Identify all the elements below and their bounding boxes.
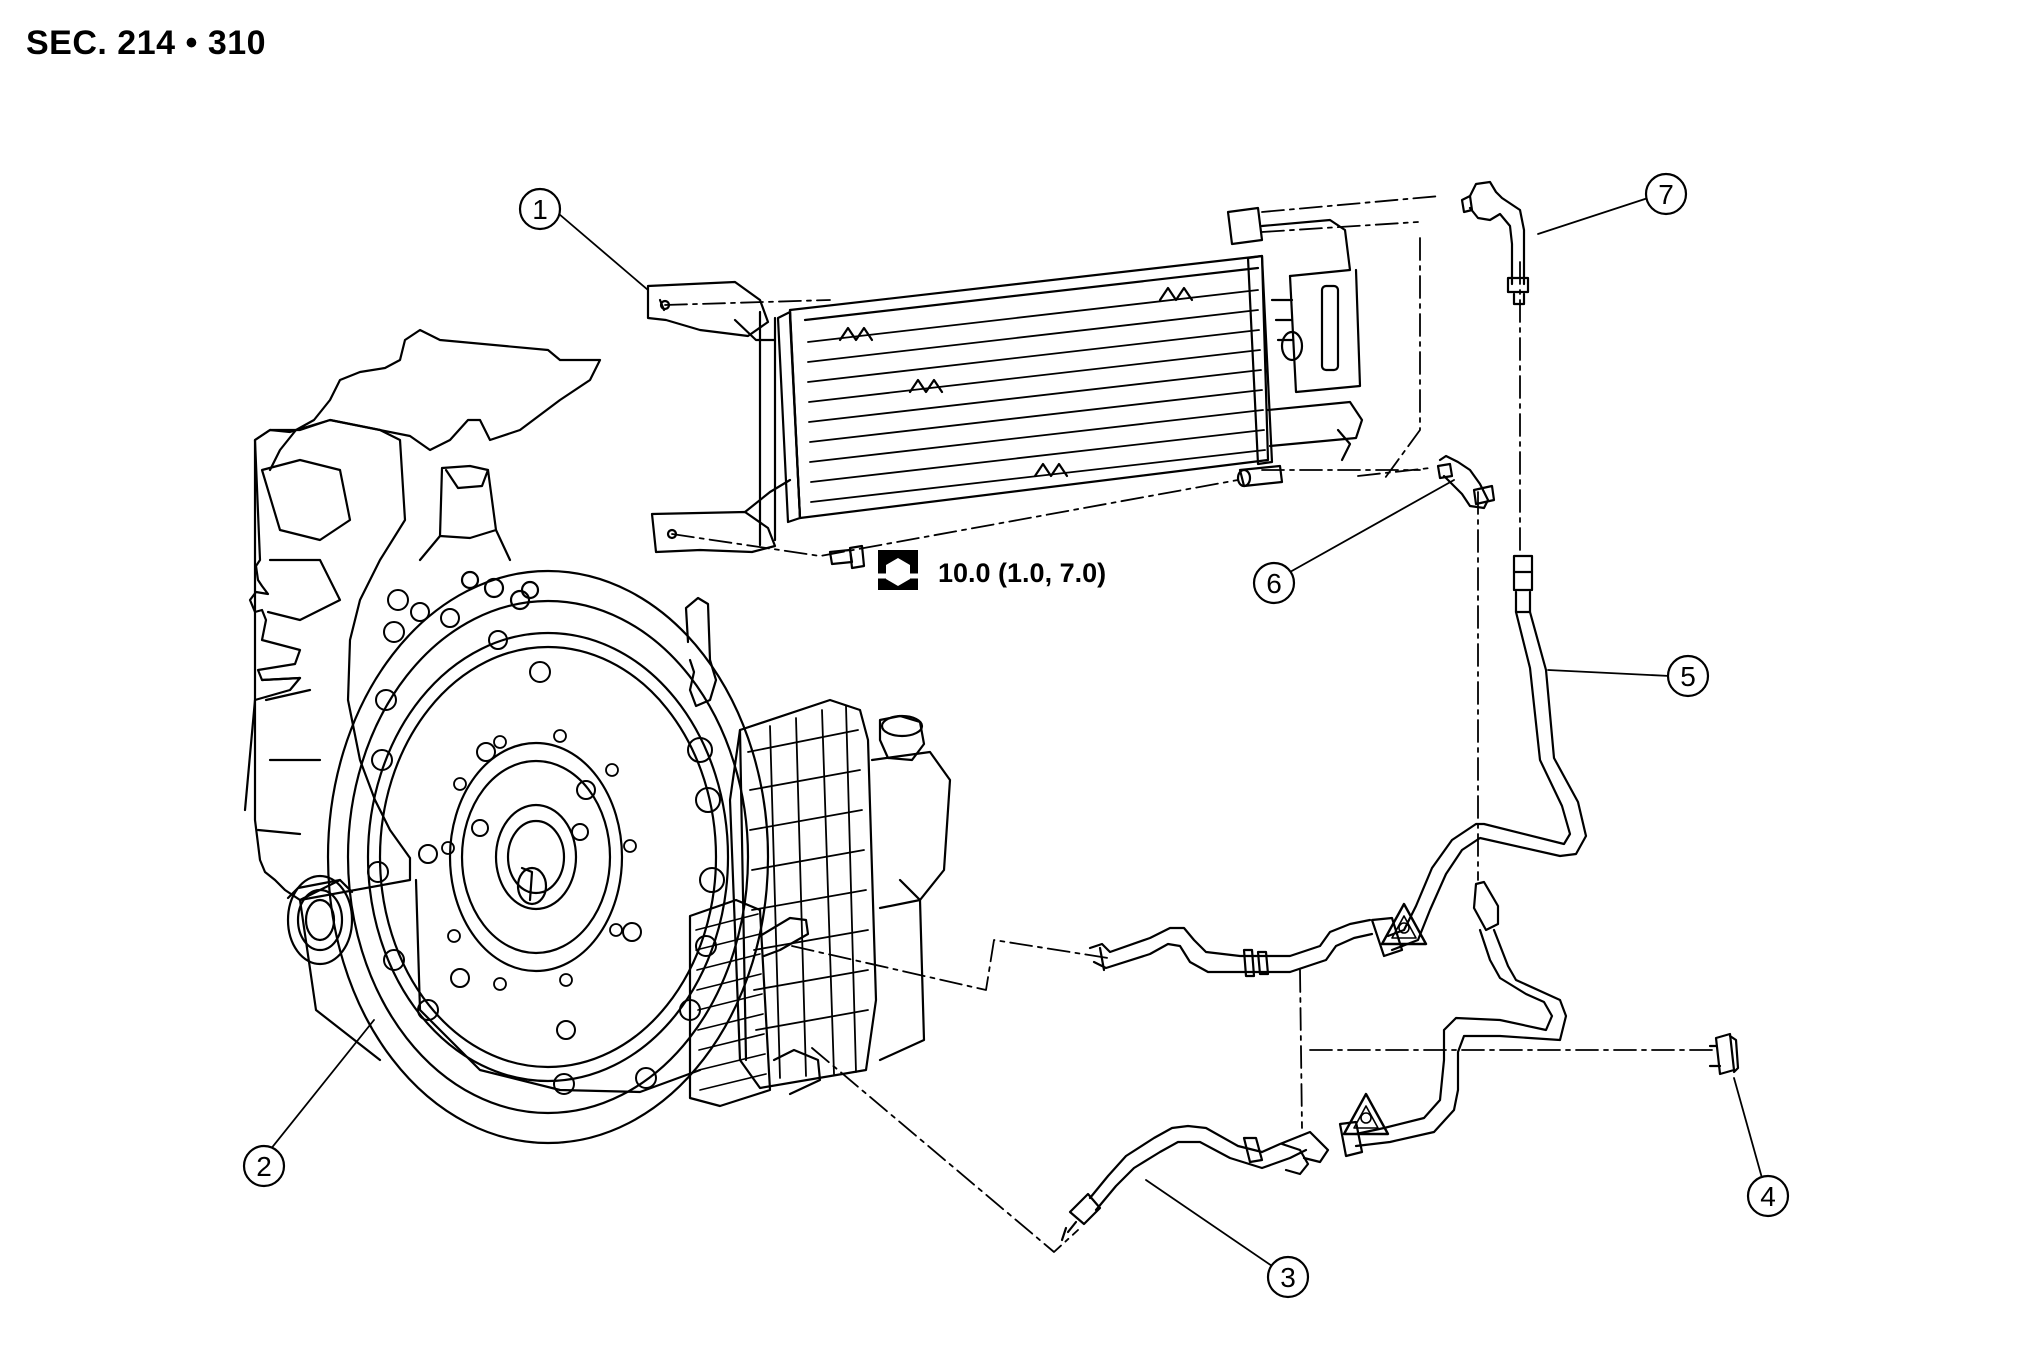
callout-label: 7 xyxy=(1658,179,1674,210)
warning-triangle-icon xyxy=(1342,1092,1390,1136)
hose-alignment-lines xyxy=(791,939,1715,1253)
torque-spec: 10.0 (1.0, 7.0) xyxy=(875,550,1106,590)
callout-1: 1 xyxy=(518,187,649,291)
cooler-hose-upper xyxy=(1460,180,1530,306)
callout-4: 4 xyxy=(1733,1077,1790,1218)
cooler-hose-6 xyxy=(1436,454,1496,510)
callout-label: 5 xyxy=(1680,661,1696,692)
warning-triangle-icon xyxy=(1380,902,1428,946)
cooler-alignment-lines xyxy=(664,195,1521,881)
callout-label: 4 xyxy=(1760,1181,1776,1212)
torque-value: 10.0 (1.0, 7.0) xyxy=(938,558,1106,588)
callout-2: 2 xyxy=(242,1019,375,1188)
section-title: SEC. 214 • 310 xyxy=(26,24,267,62)
transaxle-hose-3 xyxy=(1060,918,1374,1242)
cooler-hose-5 xyxy=(1370,554,1588,958)
cooler-hose-lower xyxy=(1338,880,1568,1158)
cooler-bolt xyxy=(828,544,866,570)
callout-5: 5 xyxy=(1547,654,1710,698)
hose-clip xyxy=(1708,1032,1740,1076)
oil-cooler xyxy=(646,206,1364,554)
callout-7: 7 xyxy=(1537,172,1688,235)
callout-label: 3 xyxy=(1280,1262,1296,1293)
callout-label: 6 xyxy=(1266,568,1282,599)
callout-label: 1 xyxy=(532,194,548,225)
transaxle-assembly xyxy=(243,328,952,1145)
callout-3: 3 xyxy=(1145,1179,1310,1299)
callout-6: 6 xyxy=(1252,479,1455,605)
callout-label: 2 xyxy=(256,1151,272,1182)
